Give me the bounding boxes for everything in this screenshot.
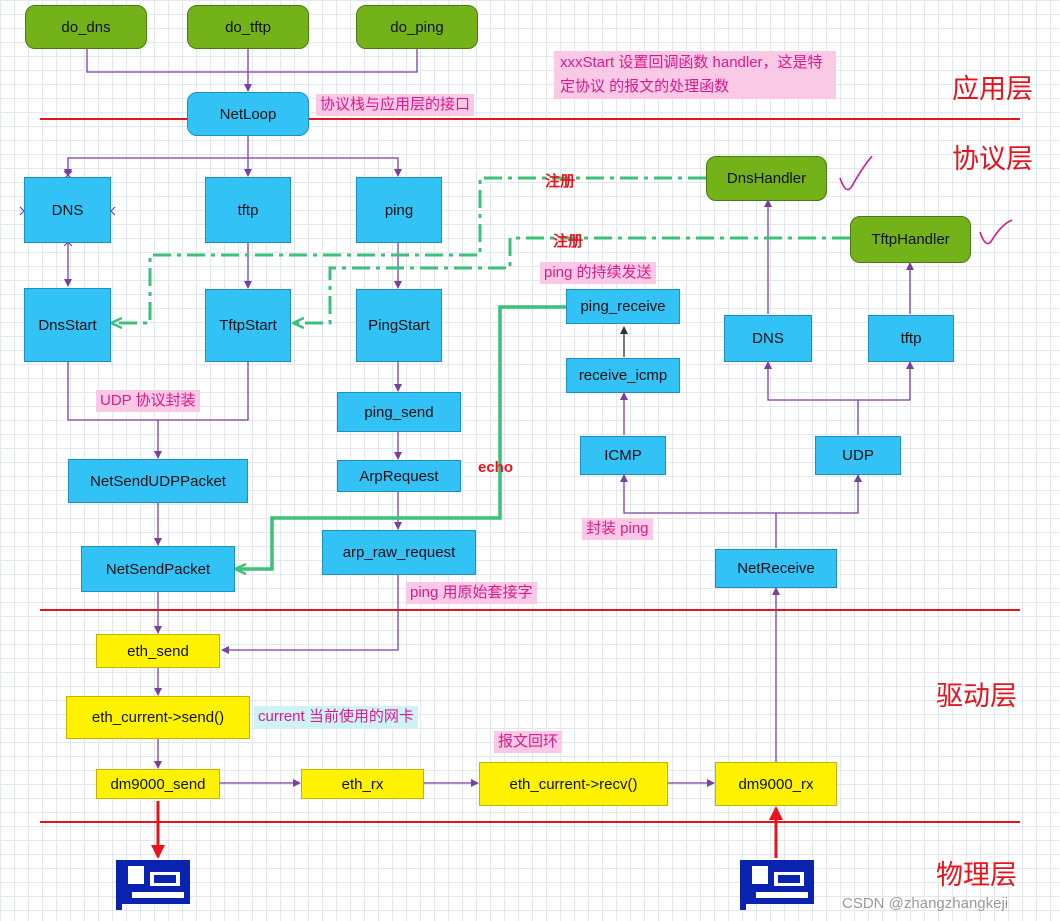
note-current-nic: current 当前使用的网卡: [254, 706, 418, 728]
node-do-tftp: do_tftp: [187, 5, 309, 49]
node-tftp-right: tftp: [868, 315, 954, 362]
node-dns-left: DNS: [24, 177, 111, 243]
node-arp-raw-request: arp_raw_request: [322, 530, 476, 575]
network-card-icon: [740, 860, 814, 910]
layer-title-driver: 驱动层: [936, 681, 1017, 712]
node-tftphandler: TftpHandler: [850, 216, 971, 263]
node-netsendudppacket: NetSendUDPPacket: [68, 459, 248, 503]
node-netsendpacket: NetSendPacket: [81, 546, 235, 592]
node-eth-send: eth_send: [96, 634, 220, 668]
node-dns-right: DNS: [724, 315, 812, 362]
label-echo: echo: [478, 459, 514, 476]
node-dm9000-send: dm9000_send: [96, 769, 220, 799]
node-netloop: NetLoop: [187, 92, 309, 136]
check-mark-icon: [839, 155, 873, 191]
node-arprequest: ArpRequest: [337, 460, 461, 492]
label-register-tftp: 注册: [553, 233, 584, 250]
node-dnsstart: DnsStart: [24, 288, 111, 362]
node-ping-receive: ping_receive: [566, 289, 680, 324]
node-receive-icmp: receive_icmp: [566, 358, 680, 393]
layer-title-physical: 物理层: [936, 860, 1017, 891]
node-udp: UDP: [815, 436, 901, 475]
note-encap-ping: 封装 ping: [582, 518, 653, 540]
note-xxxstart: xxxStart 设置回调函数 handler，这是特定协议 的报文的处理函数: [554, 51, 836, 99]
node-netreceive: NetReceive: [715, 549, 837, 588]
node-pingstart: PingStart: [356, 289, 442, 362]
note-ping-raw-socket: ping 用原始套接字: [406, 582, 537, 604]
node-ping-send: ping_send: [337, 392, 461, 432]
node-eth-current-send: eth_current->send(): [66, 696, 250, 739]
note-udp-encap: UDP 协议封装: [96, 390, 200, 412]
node-tftp-left: tftp: [205, 177, 291, 243]
node-tftpstart: TftpStart: [205, 289, 291, 362]
check-mark-icon: [979, 219, 1013, 245]
watermark: CSDN @zhangzhangkeji: [842, 895, 1009, 912]
note-loopback: 报文回环: [494, 731, 563, 753]
note-stack-interface: 协议栈与应用层的接口: [316, 94, 475, 116]
node-eth-rx: eth_rx: [301, 769, 424, 799]
node-eth-current-recv: eth_current->recv(): [479, 762, 668, 806]
node-dm9000-rx: dm9000_rx: [715, 762, 837, 806]
node-do-ping: do_ping: [356, 5, 478, 49]
node-ping: ping: [356, 177, 442, 243]
label-register-dns: 注册: [545, 173, 576, 190]
node-dnshandler: DnsHandler: [706, 156, 827, 201]
node-do-dns: do_dns: [25, 5, 147, 49]
network-card-icon: [116, 860, 190, 910]
node-icmp: ICMP: [580, 436, 666, 475]
layer-title-protocol: 协议层: [952, 144, 1033, 175]
layer-title-app: 应用层: [952, 74, 1033, 105]
note-ping-continuous: ping 的持续发送: [540, 262, 656, 284]
